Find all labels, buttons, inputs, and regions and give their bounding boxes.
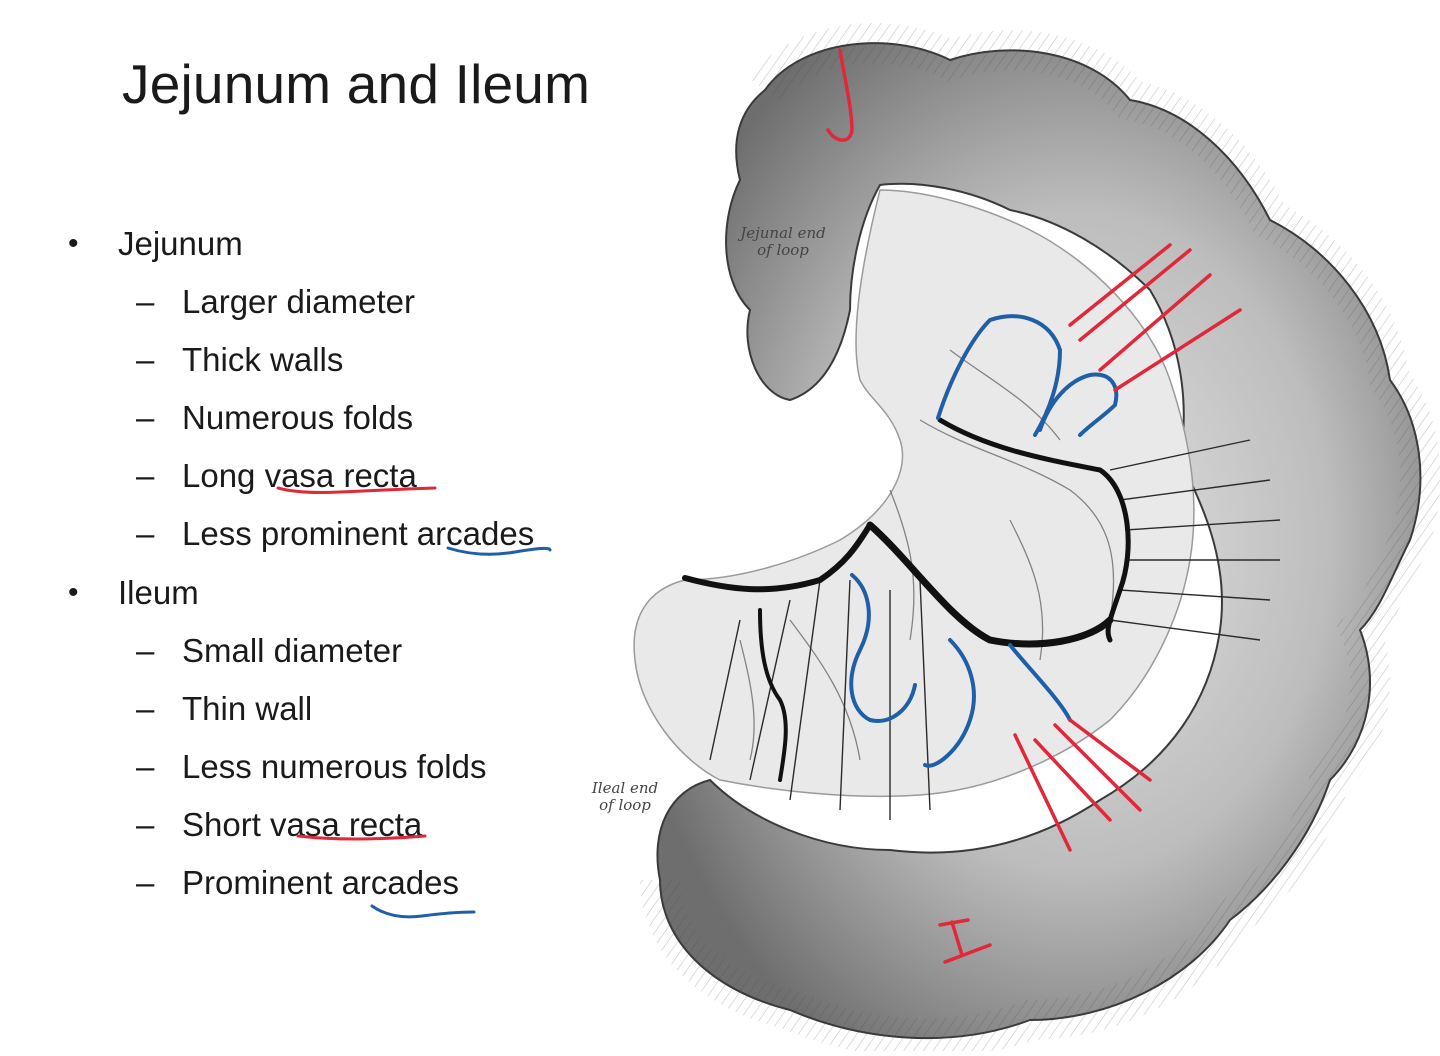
list-subitem: –Larger diameter [136,283,415,320]
bullet-dot: • [68,576,79,609]
list-subitem: –Thin wall [136,690,313,727]
arcade-highlights [849,314,1119,768]
list-subitem: –Short vasa recta [136,806,423,843]
list-subitem: –Long vasa recta [136,457,417,494]
list-subitem: –Prominent arcades [136,864,459,901]
jejunum-ileum-illustration: Jejunal end of loop Ileal end of loop [590,20,1440,1056]
arterial-arcade [682,417,1131,782]
list-item-ileum: • Ileum [68,573,199,613]
list-heading: Jejunum [118,225,243,262]
list-item-jejunum: • Jejunum [68,224,243,264]
list-subitem: –Less prominent arcades [136,515,535,552]
handwritten-i-mark [938,918,992,964]
bullet-dot: • [68,227,79,260]
ileal-end-label: Ileal end of loop [591,779,659,814]
list-subitem: –Less numerous folds [136,748,487,785]
jejunal-end-label: Jejunal end of loop [740,224,826,259]
bullet-list: • Jejunum –Larger diameter –Thick walls … [0,0,640,1051]
slide-title: Jejunum and Ileum [122,53,591,115]
vasa-recta-highlights-jejunum [1068,243,1242,392]
mesentery [633,189,1195,798]
bowel-loop-drawing [633,23,1440,1056]
handwritten-j-mark [826,48,854,142]
list-subitem: –Small diameter [136,632,403,669]
list-heading: Ileum [118,574,199,611]
list-subitem: –Thick walls [136,341,344,378]
vasa-recta-highlights-ileum [1013,718,1152,852]
list-subitem: –Numerous folds [136,399,414,436]
vasa-recta-lines [709,439,1281,820]
